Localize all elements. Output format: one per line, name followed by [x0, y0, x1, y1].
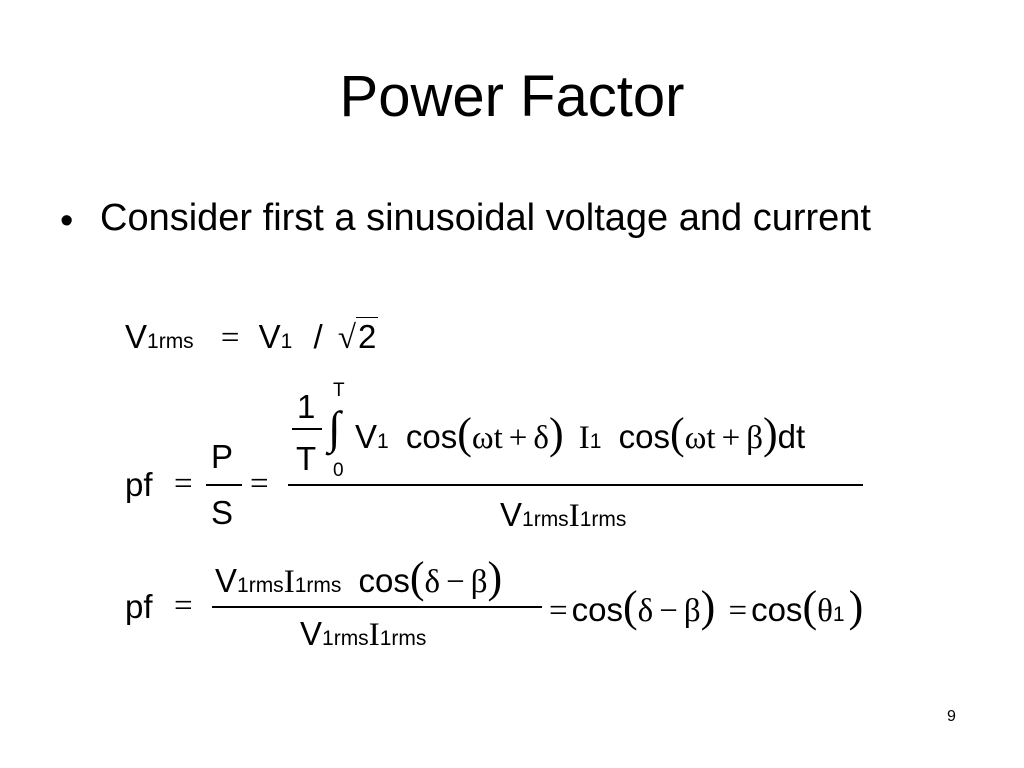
- fraction-s: S: [211, 494, 234, 531]
- left-paren: (: [802, 582, 818, 631]
- slide-title: Power Factor: [339, 64, 685, 129]
- cos-function: cos: [618, 418, 671, 455]
- beta-symbol: β: [746, 420, 763, 456]
- denominator: V1rmsI1rms: [300, 617, 426, 652]
- v-subscript: 1rms: [322, 627, 369, 650]
- cos-function: cos: [358, 562, 410, 599]
- fraction-one: 1: [297, 388, 316, 425]
- right-paren: ): [762, 409, 778, 458]
- integral-sign: ∫: [328, 402, 341, 453]
- right-paren: ): [487, 553, 503, 602]
- bullet-marker: •: [60, 200, 74, 242]
- i-subscript: 1rms: [379, 627, 427, 650]
- fraction-t: T: [296, 440, 317, 477]
- equation-vrms: V1rms = V1 / √2: [125, 317, 379, 356]
- minus-sign: −: [659, 593, 678, 629]
- pf-label: pf: [125, 588, 153, 625]
- plus-sign: +: [508, 420, 528, 456]
- i1-symbol: I: [578, 420, 590, 456]
- equals-sign: =: [220, 320, 240, 356]
- equals-sign: =: [250, 466, 269, 502]
- dt: dt: [777, 418, 806, 455]
- theta-subscript: 1: [832, 603, 845, 626]
- minus-sign: −: [446, 564, 465, 600]
- right-paren: ): [548, 409, 564, 458]
- cos-function: cos: [571, 591, 623, 628]
- right-paren: ): [848, 582, 864, 631]
- vrms-subscript: 1rms: [147, 330, 194, 353]
- fraction-bar-main: [288, 484, 863, 486]
- v-symbol: V: [215, 562, 238, 599]
- left-paren: (: [670, 409, 685, 458]
- page-number: 9: [947, 708, 956, 725]
- v-symbol: V: [500, 496, 523, 533]
- fraction-bar-1t: [292, 428, 322, 430]
- fraction-bar-result: [212, 606, 542, 608]
- theta-symbol: θ: [817, 593, 833, 629]
- vrms-symbol: V: [125, 318, 148, 355]
- pf-label: pf: [125, 466, 153, 503]
- v1-subscript: 1: [377, 430, 389, 453]
- numerator: V1rmsI1rms cos(δ−β): [215, 556, 502, 600]
- equals-sign: =: [174, 466, 193, 502]
- beta-symbol: β: [470, 564, 488, 600]
- v-symbol: V: [300, 615, 323, 652]
- equals-sign: =: [549, 593, 568, 629]
- integral-upper-limit: T: [333, 380, 345, 401]
- bullet-text: Consider first a sinusoidal voltage and …: [100, 197, 871, 239]
- v-subscript: 1rms: [522, 508, 569, 531]
- i-symbol: I: [368, 617, 380, 653]
- i-subscript: 1rms: [294, 574, 342, 597]
- left-paren: (: [409, 553, 425, 602]
- omega-t: ωt: [471, 420, 503, 456]
- plus-sign: +: [721, 420, 741, 456]
- divide-slash: /: [313, 318, 323, 355]
- denominator-vrms-irms: V1rmsI1rms: [500, 498, 626, 533]
- i1-subscript: 1: [589, 430, 602, 453]
- i-symbol: I: [283, 564, 295, 600]
- delta-symbol: δ: [533, 420, 549, 456]
- omega-t: ωt: [684, 420, 716, 456]
- equals-sign: =: [728, 593, 748, 629]
- cos-function: cos: [405, 418, 458, 455]
- radicand: 2: [356, 317, 379, 355]
- v1-subscript: 1: [280, 330, 293, 353]
- v1-symbol: V: [258, 318, 281, 355]
- delta-symbol: δ: [637, 593, 654, 629]
- result-expression: =cos(δ−β) =cos(θ1): [549, 585, 863, 629]
- integrand: V1 cos(ωt+δ) I1 cos(ωt+β)dt: [355, 412, 805, 456]
- v1-symbol: V: [355, 418, 378, 455]
- delta-symbol: δ: [424, 564, 441, 600]
- left-paren: (: [457, 409, 472, 458]
- fraction-p: P: [211, 438, 234, 475]
- right-paren: ): [700, 582, 716, 631]
- equals-sign: =: [174, 588, 193, 624]
- fraction-bar-ps: [206, 484, 242, 486]
- cos-function: cos: [751, 591, 803, 628]
- radical-sign: √: [337, 320, 356, 356]
- i-symbol: I: [568, 498, 580, 534]
- i-subscript: 1rms: [579, 508, 627, 531]
- v-subscript: 1rms: [237, 574, 284, 597]
- beta-symbol: β: [683, 593, 701, 629]
- integral-lower-limit: 0: [333, 460, 344, 481]
- left-paren: (: [622, 582, 638, 631]
